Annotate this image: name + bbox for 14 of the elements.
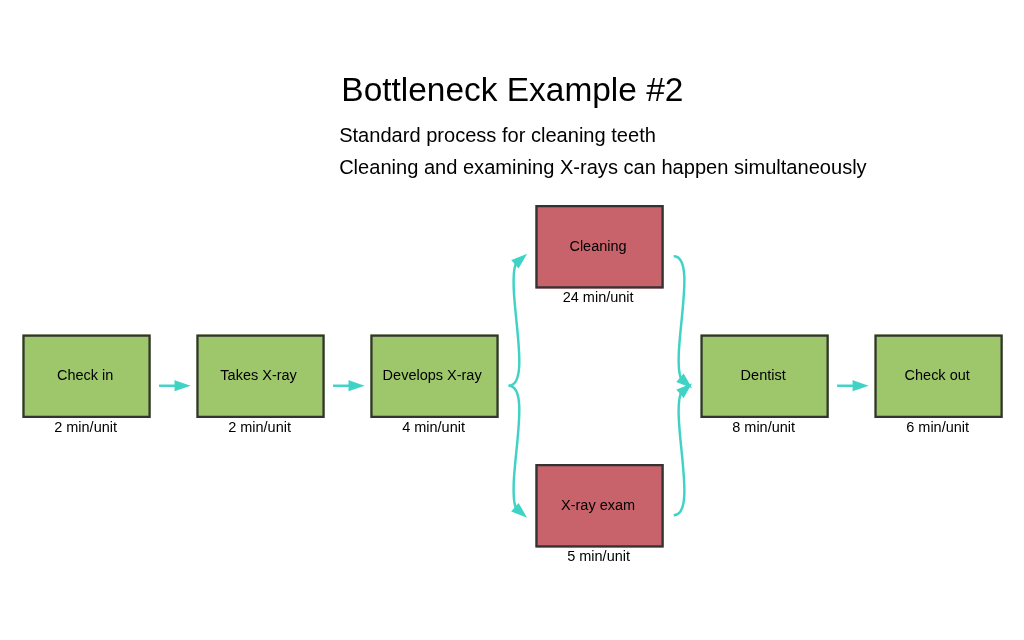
label: Standard process for cleaning teeth — [339, 123, 656, 146]
node-label: 5 min/unit — [567, 547, 630, 564]
node-label: 8 min/unit — [732, 418, 796, 435]
node-label: 4 min/unit — [402, 418, 465, 435]
node-label: 6 min/unit — [906, 418, 970, 435]
arrow — [508, 384, 528, 518]
arrow — [508, 253, 528, 387]
node-label: 2 min/unit — [54, 418, 117, 435]
arrow — [673, 382, 693, 516]
label: Cleaning and examining X-rays can happen simultaneously — [339, 155, 867, 178]
node-label: 2 min/unit — [228, 418, 291, 435]
node-label: 24 min/unit — [562, 288, 634, 305]
diagram-title: Bottleneck Example #2 — [341, 70, 684, 108]
arrow — [673, 254, 693, 388]
